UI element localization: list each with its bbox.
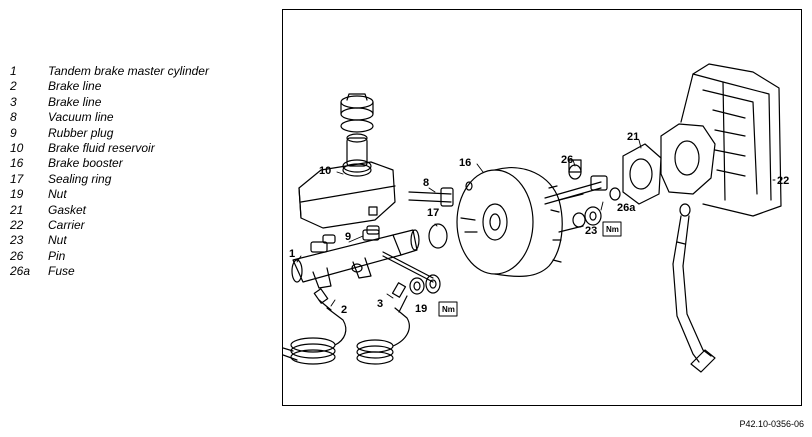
callout-21: 21: [627, 131, 639, 143]
legend-item: 26a Fuse: [10, 264, 209, 279]
legend-item: 8 Vacuum line: [10, 110, 209, 125]
callout-26: 26: [561, 154, 573, 166]
torque-box-nut-23: Nm: [602, 221, 622, 237]
legend-item: 3 Brake line: [10, 95, 209, 110]
brake-pedal: [672, 203, 716, 373]
callout-19: 19: [415, 303, 427, 315]
legend-label: Brake line: [48, 94, 102, 109]
legend-item: 26 Pin: [10, 249, 209, 264]
legend-label: Sealing ring: [48, 171, 112, 186]
legend-label: Fuse: [48, 264, 75, 279]
callout-8: 8: [423, 177, 429, 189]
callout-2: 2: [341, 304, 347, 316]
legend-label: Brake fluid reservoir: [48, 140, 155, 155]
legend-label: Brake line: [48, 79, 102, 94]
legend-number: 8: [10, 110, 17, 125]
legend-number: 10: [10, 140, 24, 155]
legend-number: 21: [10, 202, 24, 217]
legend-label: Rubber plug: [48, 125, 114, 140]
legend-item: 16 Brake booster: [10, 156, 209, 171]
gasket: [622, 143, 662, 205]
legend-number: 26a: [10, 264, 31, 279]
master-cylinder: [291, 229, 434, 289]
legend-number: 23: [10, 233, 24, 248]
legend-number: 2: [10, 79, 17, 94]
legend-item: 23 Nut: [10, 233, 209, 248]
legend-label: Pin: [48, 248, 66, 263]
legend-label: Brake booster: [48, 156, 123, 171]
torque-box-nut-19: Nm: [438, 301, 458, 317]
legend-label: Nut: [48, 233, 67, 248]
legend-item: 21 Gasket: [10, 203, 209, 218]
legend-item: 22 Carrier: [10, 218, 209, 233]
legend-label: Gasket: [48, 202, 87, 217]
legend-number: 1: [10, 64, 17, 78]
brake-fluid-reservoir: [298, 93, 396, 229]
legend-label: Vacuum line: [48, 110, 114, 125]
carrier: [660, 63, 782, 217]
legend-number: 16: [10, 156, 24, 171]
legend-number: 19: [10, 187, 24, 202]
callout-16: 16: [459, 157, 471, 169]
torque-label: Nm: [606, 225, 619, 234]
callout-10: 10: [319, 165, 331, 177]
legend-number: 22: [10, 217, 24, 232]
brake-line-coils: [283, 282, 410, 365]
legend-number: 17: [10, 171, 24, 186]
legend-item: 2 Brake line: [10, 79, 209, 94]
torque-label: Nm: [442, 305, 455, 314]
legend-number: 9: [10, 125, 17, 140]
legend-label: Tandem brake master cylinder: [48, 64, 209, 78]
callout-3: 3: [377, 298, 383, 310]
callout-22: 22: [777, 175, 789, 187]
nut-19: [409, 274, 441, 295]
legend-number: 26: [10, 248, 24, 263]
rubber-plugs: [322, 206, 380, 244]
legend-item: 17 Sealing ring: [10, 172, 209, 187]
callout-26a: 26a: [617, 202, 636, 214]
brake-booster: [456, 167, 584, 277]
callout-9: 9: [345, 231, 351, 243]
legend-item: 10 Brake fluid reservoir: [10, 141, 209, 156]
legend-number: 3: [10, 94, 17, 109]
callout-1: 1: [289, 248, 295, 260]
leader-lines: [296, 139, 776, 307]
legend-item: 1 Tandem brake master cylinder: [10, 64, 209, 79]
legend-label: Nut: [48, 187, 67, 202]
pushrod-and-pin: [544, 159, 621, 205]
exploded-view-figure: 1 2 3 8 9 10 16 17 19 21 22 23 26 26a Nm…: [282, 9, 802, 406]
nut-23: [572, 206, 602, 228]
legend-label: Carrier: [48, 217, 85, 232]
figure-id: P42.10-0356-06: [739, 419, 804, 429]
exploded-view-drawing: 1 2 3 8 9 10 16 17 19 21 22 23 26 26a Nm…: [283, 63, 789, 373]
callout-23: 23: [585, 225, 597, 237]
legend-item: 19 Nut: [10, 187, 209, 202]
vacuum-line: [408, 187, 454, 207]
callout-17: 17: [427, 207, 439, 219]
legend-item: 9 Rubber plug: [10, 126, 209, 141]
sealing-ring: [428, 223, 448, 249]
